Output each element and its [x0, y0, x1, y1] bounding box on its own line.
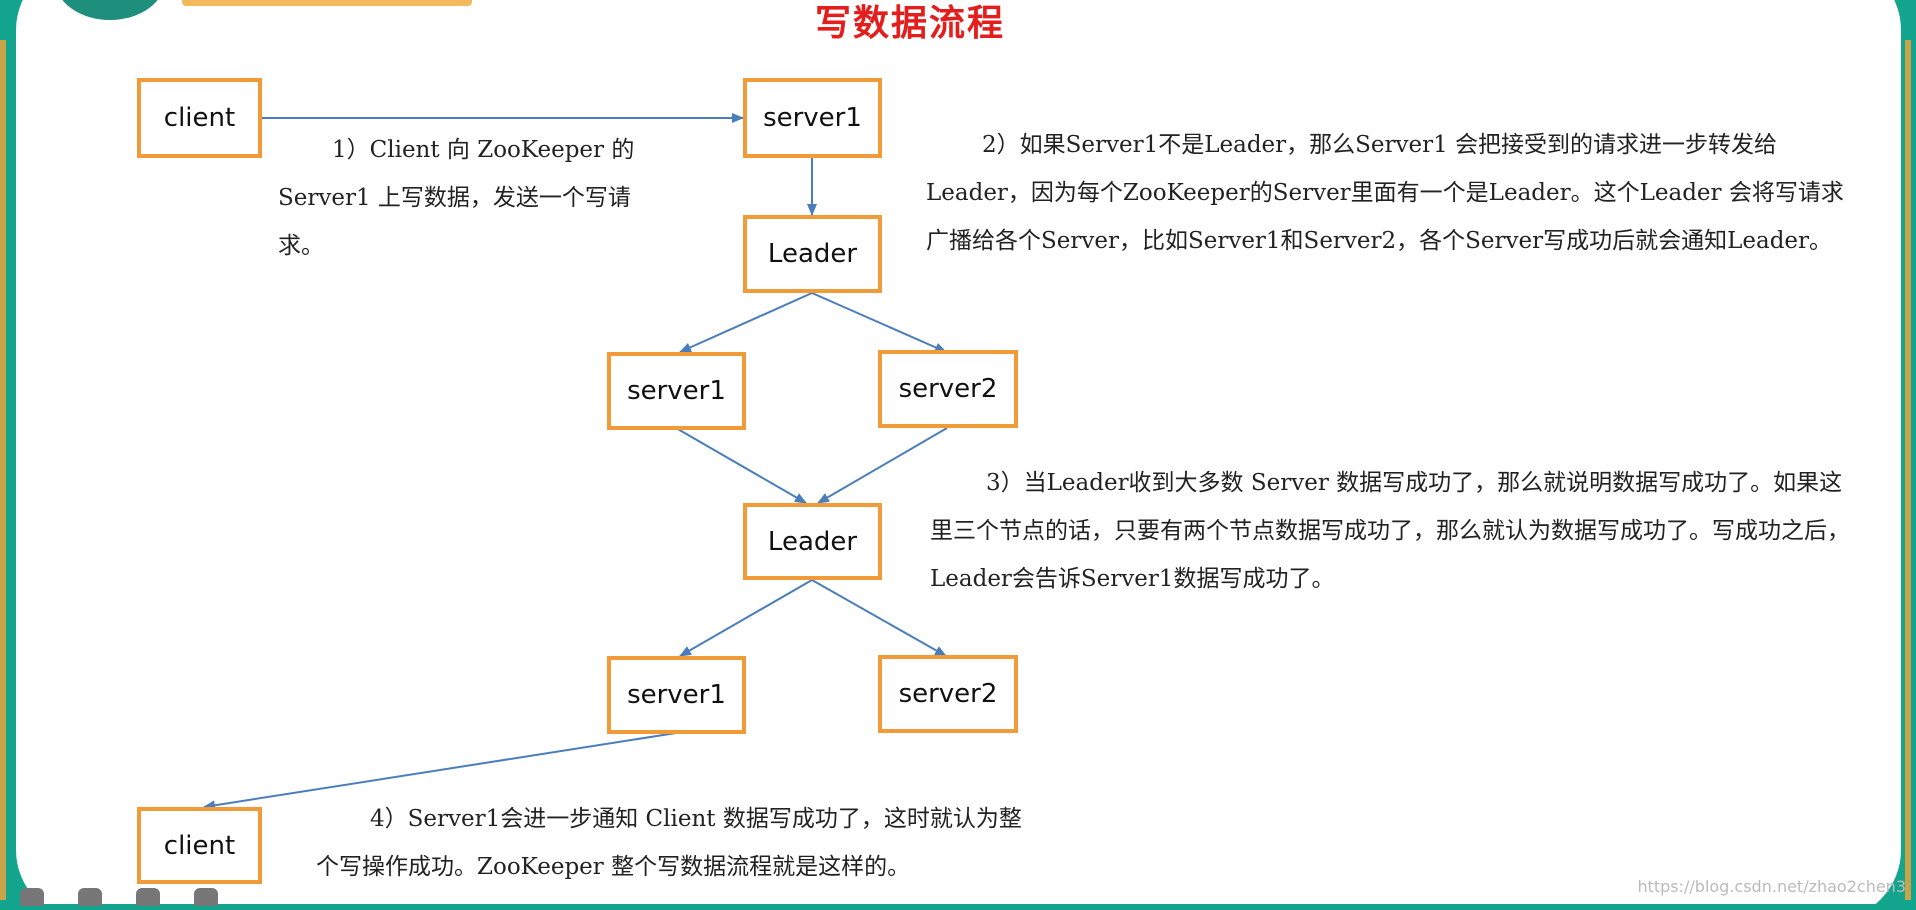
- edge-leader2-to-server2-low: [811, 579, 947, 657]
- decor-stripe-left: [0, 40, 6, 900]
- node-server2-low: server2: [878, 655, 1018, 733]
- page-title: 写数据流程: [814, 3, 1005, 44]
- edge-leader2-to-server1-low: [679, 579, 813, 657]
- edge-leader-to-server2-mid: [811, 292, 947, 353]
- step3-text: 3）当Leader收到大多数 Server 数据写成功了，那么就说明数据写成功了…: [930, 470, 1850, 592]
- node-server1-mid: server1: [607, 352, 746, 430]
- node-client-top: client: [137, 78, 262, 158]
- edge-server1-mid-to-leader2: [675, 427, 807, 504]
- node-server1-top: server1: [743, 78, 882, 158]
- watermark: https://blog.csdn.net/zhao2chen3: [1637, 877, 1906, 896]
- step2-text: 2）如果Server1不是Leader，那么Server1 会把接受到的请求进一…: [926, 132, 1844, 254]
- step4-text: 4）Server1会进一步通知 Client 数据写成功了，这时就认为整个写操作…: [316, 806, 1022, 880]
- edge-server2-mid-to-leader2: [817, 427, 948, 504]
- logo-wordmark: [182, 0, 472, 6]
- slide-toolbar: [20, 888, 252, 910]
- node-client-bottom: client: [137, 807, 262, 884]
- node-server2-mid: server2: [878, 350, 1018, 428]
- node-server1-low: server1: [607, 656, 746, 734]
- menu-icon[interactable]: [194, 888, 218, 906]
- slide-card: [16, 0, 1901, 904]
- step1-text: 1）Client 向 ZooKeeper 的 Server1 上写数据，发送一个…: [278, 137, 635, 259]
- edge-server1-low-to-client: [203, 732, 677, 811]
- pointer-icon[interactable]: [78, 888, 102, 906]
- node-leader-1: Leader: [743, 215, 882, 293]
- pen-icon[interactable]: [20, 888, 44, 906]
- decor-stripe-right: [1905, 40, 1911, 900]
- zoom-icon[interactable]: [136, 888, 160, 906]
- edge-leader-to-server1-mid: [679, 292, 813, 353]
- node-leader-2: Leader: [743, 503, 882, 580]
